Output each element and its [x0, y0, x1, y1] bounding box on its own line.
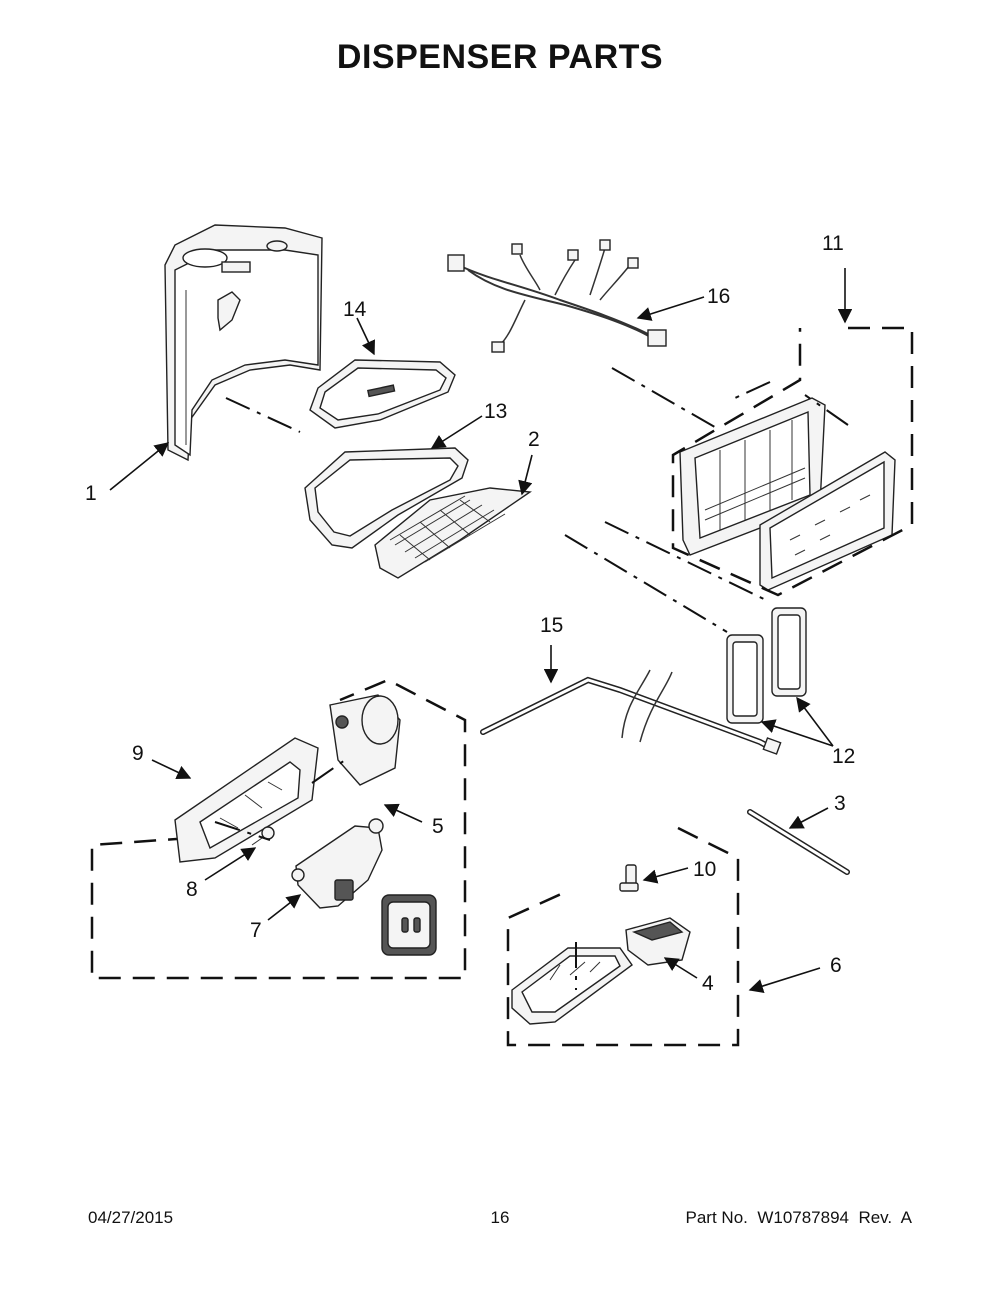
callout-16: 16	[707, 285, 730, 308]
leader-line-3	[788, 807, 829, 829]
control-panel-assembly-part	[679, 397, 896, 591]
leader-line-12a	[760, 719, 834, 747]
tray-gasket-part	[309, 359, 456, 429]
callout-4: 4	[702, 972, 714, 995]
drip-tray-part	[304, 447, 469, 549]
leader-line-7	[267, 894, 302, 921]
leader-line-2	[518, 454, 533, 496]
callout-12: 12	[832, 745, 855, 768]
screw-part	[251, 826, 275, 846]
assembly-line	[611, 367, 721, 431]
actuator-part	[291, 818, 384, 909]
callout-9: 9	[132, 742, 144, 765]
ice-door-housing-part	[511, 947, 633, 1025]
dispenser-housing-part	[164, 224, 323, 462]
flapper-part	[625, 917, 691, 966]
leader-line-5	[383, 803, 423, 823]
cover-pad-part	[381, 894, 437, 956]
actuator-bracket-part	[174, 737, 319, 863]
callout-3: 3	[834, 792, 846, 815]
leader-line-9	[151, 759, 192, 779]
callout-7: 7	[250, 919, 262, 942]
leader-line-4	[663, 957, 698, 979]
heater-wire-part	[480, 669, 782, 755]
callout-2: 2	[528, 428, 540, 451]
footer-date: 04/27/2015	[88, 1208, 174, 1227]
spring-part	[619, 864, 639, 892]
leader-line-6	[748, 967, 821, 993]
leader-line-1	[109, 442, 170, 491]
page-title: DISPENSER PARTS	[336, 38, 664, 76]
assembly-line	[564, 534, 728, 633]
callout-14: 14	[343, 298, 367, 321]
paddle-pad-part	[726, 607, 807, 724]
assembly-line	[225, 397, 301, 433]
callout-6: 6	[830, 954, 842, 977]
leader-line-8	[204, 847, 257, 881]
motor-part	[329, 694, 401, 786]
assembly-line	[604, 521, 771, 603]
assembly-line	[214, 821, 271, 841]
callout-10: 10	[693, 858, 716, 881]
callout-1: 1	[85, 482, 97, 505]
leader-line-13	[430, 415, 483, 449]
callout-11: 11	[822, 232, 844, 255]
wire-harness-part	[447, 239, 667, 353]
assembly-line	[804, 394, 849, 426]
leader-line-14	[356, 317, 375, 356]
footer-page-number: 16	[490, 1208, 510, 1227]
callout-5: 5	[432, 815, 444, 838]
assembly-line	[311, 759, 346, 784]
callout-8: 8	[186, 878, 198, 901]
callout-15: 15	[540, 614, 563, 637]
leader-line-10	[642, 867, 689, 884]
footer-part-number: Part No. W10787894 Rev. A	[685, 1208, 912, 1227]
leader-line-12b	[796, 696, 834, 747]
tube-part	[747, 809, 850, 875]
leader-line-16	[636, 296, 705, 321]
ice-door-kit-boundary	[506, 826, 740, 1047]
drip-tray-grille-part	[374, 487, 532, 579]
callout-13: 13	[484, 400, 507, 423]
assembly-line	[734, 381, 771, 399]
